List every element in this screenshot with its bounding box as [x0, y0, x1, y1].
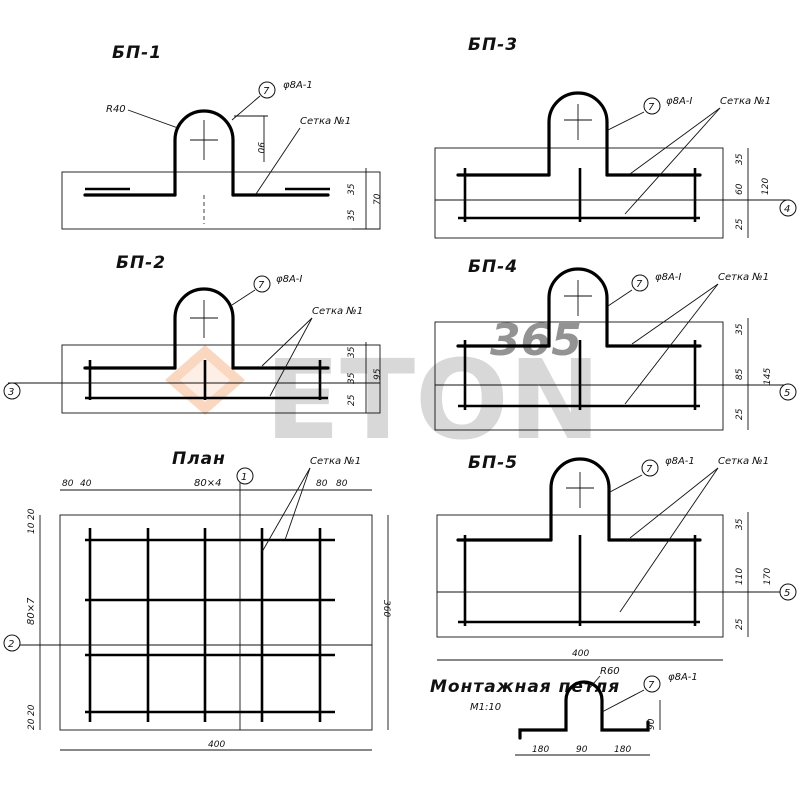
svg-text:35: 35 [735, 518, 745, 530]
svg-text:40: 40 [80, 479, 92, 489]
svg-text:25: 25 [735, 618, 745, 630]
svg-text:400: 400 [572, 649, 589, 659]
bp1-radius-label: R40 [106, 104, 126, 115]
svg-text:170: 170 [763, 568, 773, 585]
watermark-number: 365 [490, 315, 582, 366]
bp5-mesh-label: Сетка №1 [718, 456, 769, 467]
section-bp5: БП-5 35 110 25 170 5 7 φ8A-1 Сетка №1 40… [436, 453, 797, 661]
svg-text:10: 10 [27, 522, 37, 534]
svg-text:20: 20 [27, 508, 37, 520]
svg-text:4: 4 [784, 204, 790, 215]
bp3-mesh-label: Сетка №1 [720, 96, 771, 107]
svg-text:20: 20 [27, 718, 37, 730]
svg-text:25: 25 [735, 408, 745, 420]
svg-text:90: 90 [647, 718, 657, 730]
title-bp1: БП-1 [112, 43, 162, 63]
svg-text:95: 95 [373, 368, 383, 380]
svg-text:35: 35 [347, 209, 357, 221]
svg-text:35: 35 [347, 346, 357, 358]
svg-text:85: 85 [735, 368, 745, 380]
svg-text:90: 90 [576, 745, 588, 755]
svg-text:120: 120 [761, 178, 771, 195]
bp4-outline [434, 321, 724, 431]
svg-text:35: 35 [347, 183, 357, 195]
svg-text:7: 7 [263, 86, 270, 97]
bp3-loop [547, 91, 609, 177]
bp5-rebar-label: φ8A-1 [665, 456, 695, 467]
svg-text:7: 7 [646, 464, 653, 475]
svg-text:35: 35 [347, 372, 357, 384]
section-plan: План 1 2 80 40 80×4 80 80 10 20 80×7 20 … [3, 449, 391, 751]
title-plan: План [172, 449, 226, 469]
title-bp2: БП-2 [116, 253, 166, 273]
svg-text:35: 35 [735, 153, 745, 165]
bp2-mesh-label: Сетка №1 [312, 306, 363, 317]
bp4-mesh-label: Сетка №1 [718, 272, 769, 283]
svg-text:110: 110 [735, 568, 745, 585]
section-bp2: БП-2 3 35 35 25 95 7 φ8А-I Сетка №1 [3, 253, 383, 414]
svg-text:360: 360 [381, 600, 391, 617]
svg-text:180: 180 [614, 745, 631, 755]
svg-text:400: 400 [208, 740, 225, 750]
title-bp4: БП-4 [468, 257, 518, 277]
plan-mesh-label: Сетка №1 [310, 456, 361, 467]
svg-text:35: 35 [735, 323, 745, 335]
svg-text:7: 7 [648, 102, 655, 113]
svg-text:R60: R60 [600, 666, 620, 677]
svg-text:1: 1 [241, 472, 247, 483]
svg-text:2: 2 [8, 639, 14, 650]
svg-text:20: 20 [27, 704, 37, 716]
svg-text:5: 5 [784, 388, 790, 399]
svg-text:80×7: 80×7 [26, 597, 37, 625]
bp2-outline [61, 344, 381, 414]
bp5-loop [549, 457, 611, 542]
svg-text:φ8A-1: φ8A-1 [668, 672, 698, 683]
svg-text:7: 7 [258, 280, 265, 291]
bp2-rebar-label: φ8А-I [276, 274, 302, 285]
title-bp3: БП-3 [468, 35, 518, 55]
svg-text:80×4: 80×4 [194, 478, 221, 489]
bp3-outline [434, 147, 724, 239]
bp5-outline [436, 514, 724, 638]
bp1-outline [61, 171, 381, 230]
bp2-loop [173, 287, 235, 370]
svg-text:90: 90 [255, 142, 265, 154]
bp4-loop [547, 267, 609, 348]
bp4-rebar-label: φ8А-I [655, 272, 681, 283]
svg-text:60: 60 [735, 183, 745, 195]
svg-text:3: 3 [8, 387, 14, 398]
svg-text:7: 7 [636, 279, 643, 290]
bp1-rebar-label: φ8A-1 [283, 80, 313, 91]
svg-text:80: 80 [316, 479, 328, 489]
section-lifting-loop: Монтажная петля М1:10 R60 7 φ8A-1 90 180… [430, 666, 698, 756]
svg-text:7: 7 [648, 680, 655, 691]
bp1-mesh-label: Сетка №1 [300, 116, 351, 127]
bp3-rebar-label: φ8А-I [666, 96, 692, 107]
title-bp5: БП-5 [468, 453, 518, 473]
plan-outline [59, 514, 373, 731]
svg-text:80: 80 [336, 479, 348, 489]
section-bp4: БП-4 35 85 25 145 5 7 φ8А-I Сетка №1 [434, 257, 797, 431]
watermark: ETON 365 [165, 315, 601, 464]
scale-label: М1:10 [470, 702, 501, 713]
svg-text:70: 70 [373, 193, 383, 205]
section-bp3: БП-3 35 60 25 120 4 7 φ8А-I Сетка №1 [434, 35, 797, 239]
svg-text:80: 80 [62, 479, 74, 489]
section-bp1: БП-1 90 35 35 70 R40 7 φ8A-1 Сетка №1 [61, 43, 383, 230]
lifting-loop-shape [518, 680, 650, 740]
svg-text:180: 180 [532, 745, 549, 755]
bp1-loop [173, 109, 235, 197]
title-lifting-loop: Монтажная петля [430, 677, 620, 697]
svg-text:25: 25 [347, 394, 357, 406]
svg-text:25: 25 [735, 218, 745, 230]
svg-text:145: 145 [763, 368, 773, 385]
svg-text:5: 5 [784, 588, 790, 599]
